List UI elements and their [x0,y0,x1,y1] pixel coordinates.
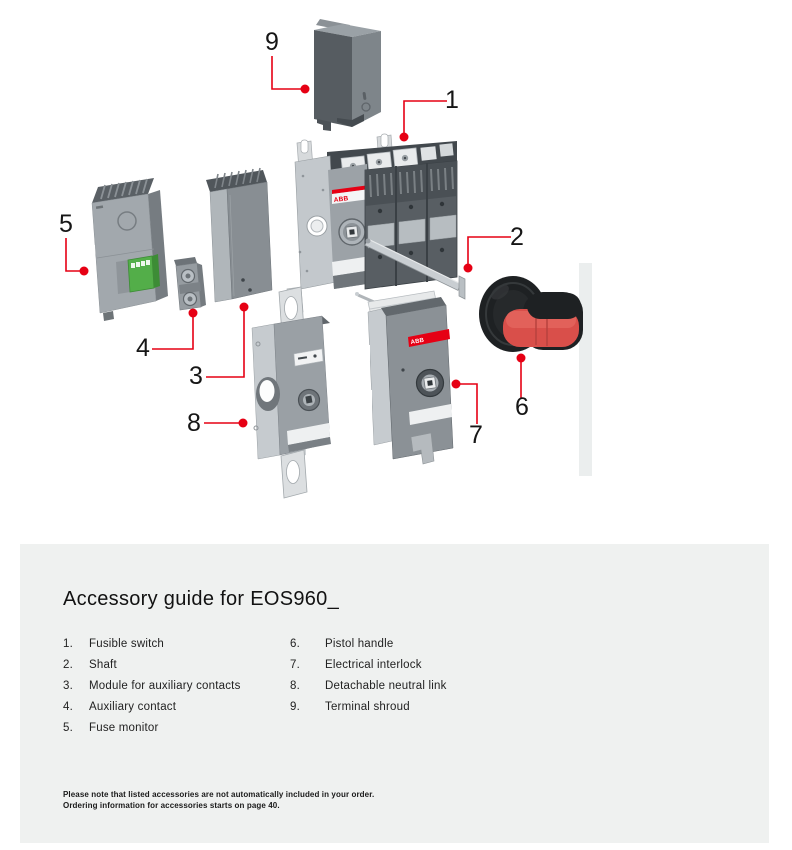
item-label: Fusible switch [89,638,165,650]
item-number: 1. [63,638,73,650]
list-item: 7. Electrical interlock [290,659,447,680]
order-note: Please note that listed accessories are … [63,789,374,811]
list-item: 8. Detachable neutral link [290,680,447,701]
item-label: Pistol handle [325,638,394,650]
item-number: 7. [290,659,300,671]
exploded-view-diagram: ABB [59,19,592,499]
item-number: 5. [63,722,73,734]
neutral-link-part [251,286,331,499]
list-item: 1. Fusible switch [63,638,241,659]
shaft-part [364,238,466,300]
item-label: Detachable neutral link [325,680,447,692]
callout-8: 8 [187,409,201,437]
item-number: 9. [290,701,300,713]
item-number: 4. [63,701,73,713]
auxiliary-contact-part [174,257,206,311]
item-label: Fuse monitor [89,722,159,734]
fuse-monitor-part [88,178,168,321]
accessory-guide-panel: Accessory guide for EOS960_ 1. Fusible s… [20,544,769,843]
item-label: Module for auxiliary contacts [89,680,241,692]
list-item: 4. Auxiliary contact [63,701,241,722]
electrical-interlock-part: ABB [355,290,454,465]
callout-5: 5 [59,210,73,238]
callout-9: 9 [265,28,279,56]
callout-dots [79,84,526,428]
list-item: 2. Shaft [63,659,241,680]
callout-6: 6 [515,393,529,421]
pistol-handle-part [479,276,583,352]
callout-1: 1 [445,86,459,114]
accessory-list-right: 6. Pistol handle 7. Electrical interlock… [290,638,447,722]
page-title: Accessory guide for EOS960_ [63,588,340,610]
item-number: 3. [63,680,73,692]
callout-7: 7 [469,421,483,449]
callout-4: 4 [136,334,150,362]
callout-lines [65,56,522,424]
aux-contact-module-part [206,167,273,303]
item-number: 8. [290,680,300,692]
list-item: 5. Fuse monitor [63,722,241,743]
abb-logo-switch: ABB [333,195,349,204]
fusible-switch-part: ABB [294,141,458,290]
callout-3: 3 [189,362,203,390]
item-label: Terminal shroud [325,701,410,713]
abb-logo-interlock: ABB [410,338,425,346]
list-item: 6. Pistol handle [290,638,447,659]
item-label: Shaft [89,659,117,671]
item-number: 6. [290,638,300,650]
callout-2: 2 [510,223,524,251]
terminal-shroud-part [314,19,381,131]
list-item: 9. Terminal shroud [290,701,447,722]
order-note-line2: Ordering information for accessories sta… [63,801,280,810]
list-item: 3. Module for auxiliary contacts [63,680,241,701]
item-label: Electrical interlock [325,659,422,671]
item-number: 2. [63,659,73,671]
accessory-list-left: 1. Fusible switch 2. Shaft 3. Module for… [63,638,241,743]
background-strip [579,263,592,476]
callout-numbers: 1 2 3 4 5 6 7 8 9 [59,28,529,449]
item-label: Auxiliary contact [89,701,177,713]
order-note-line1: Please note that listed accessories are … [63,790,375,799]
